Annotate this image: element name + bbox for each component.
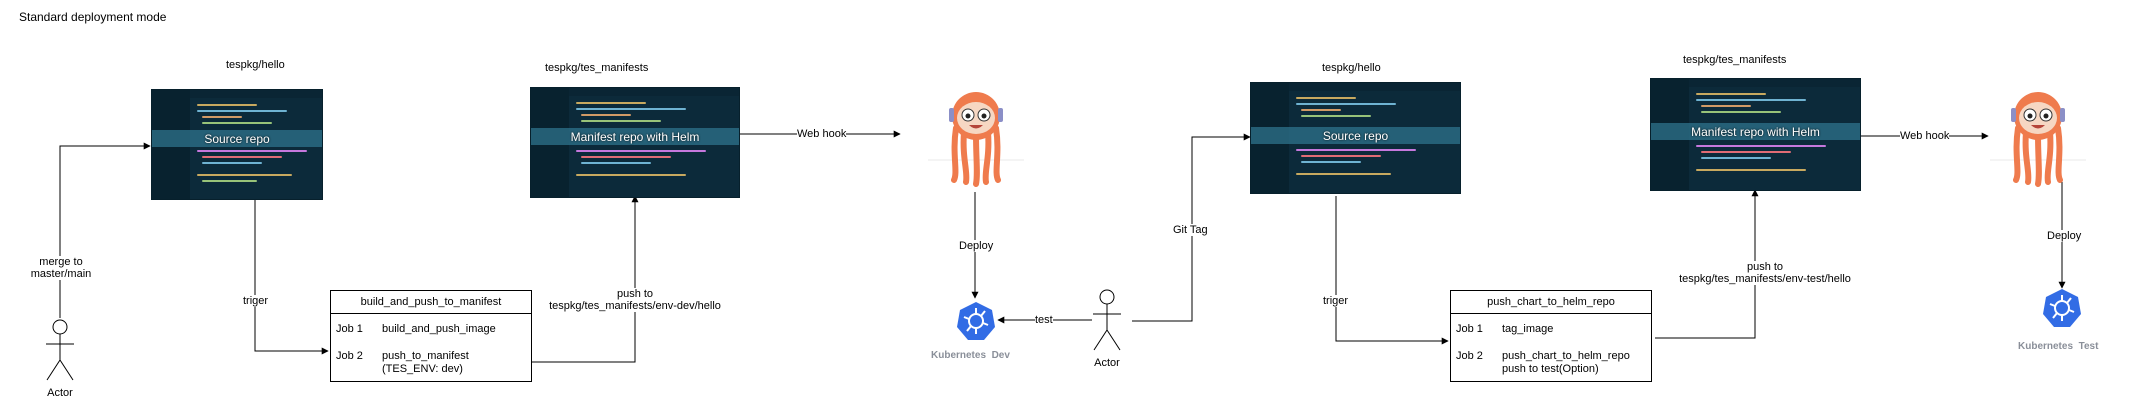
edge-triger-left-label: triger <box>243 295 269 307</box>
edge-push-right-label: push to tespkg/tes_manifests/env-test/he… <box>1665 261 1865 285</box>
actor-left-icon <box>46 319 74 381</box>
edge-merge-label: merge to master/main <box>28 256 94 280</box>
job-box-title-left: build_and_push_to_manifest <box>331 291 531 314</box>
source-repo-label-right: Source repo <box>1322 129 1389 143</box>
edge-push-left <box>530 195 639 363</box>
source-repo-name-right: tespkg/hello <box>1322 62 1381 74</box>
manifest-repo-label-left: Manifest repo with Helm <box>570 130 700 144</box>
job-id: Job 1 <box>336 323 363 335</box>
edge-gittag-label: Git Tag <box>1173 224 1208 236</box>
source-repo-right[interactable]: Source repo <box>1250 82 1461 194</box>
job-box-right[interactable]: push_chart_to_helm_repo Job 1 tag_image … <box>1450 290 1652 382</box>
manifest-repo-name-left: tespkg/tes_manifests <box>545 62 649 74</box>
argo-octopus-icon <box>928 92 1024 187</box>
source-repo-label-left: Source repo <box>204 132 270 146</box>
edge-triger-right-label: triger <box>1323 295 1349 307</box>
job-box-left[interactable]: build_and_push_to_manifest Job 1 build_a… <box>330 290 532 382</box>
actor-left-label: Actor <box>47 387 73 399</box>
k8s-label-right: Kubernetes Test <box>2018 341 2099 352</box>
job-text: push_chart_to_helm_repo <box>1502 350 1630 362</box>
job-id: Job 2 <box>336 350 363 362</box>
edge-test-label: test <box>1035 314 1053 326</box>
edge-triger-left <box>254 196 329 355</box>
job-id: Job 1 <box>1456 323 1483 335</box>
edge-merge <box>59 142 151 318</box>
edge-webhook-left-label: Web hook <box>797 128 847 140</box>
job-note: push to test(Option) <box>1502 363 1599 375</box>
job-text: build_and_push_image <box>382 323 496 335</box>
edge-push-right <box>1655 189 1759 339</box>
manifest-repo-name-right: tespkg/tes_manifests <box>1683 54 1787 66</box>
job-note: (TES_ENV: dev) <box>382 363 463 375</box>
manifest-repo-left[interactable]: Manifest repo with Helm <box>530 87 740 198</box>
diagram-title: Standard deployment mode <box>19 10 167 24</box>
source-repo-name-left: tespkg/hello <box>226 59 285 71</box>
source-repo-left[interactable]: Source repo <box>151 89 323 200</box>
edge-webhook-right-label: Web hook <box>1900 130 1950 142</box>
job-text: tag_image <box>1502 323 1554 335</box>
actor-right-label: Actor <box>1094 357 1120 369</box>
manifest-repo-right[interactable]: Manifest repo with Helm <box>1650 78 1861 191</box>
kubernetes-icon <box>957 302 995 340</box>
job-text: push_to_manifest <box>382 350 469 362</box>
edge-deploy-right-label: Deploy <box>2047 230 2082 242</box>
edge-triger-right <box>1335 196 1449 345</box>
k8s-label-left: Kubernetes Dev <box>931 350 1010 361</box>
actor-right-icon <box>1093 289 1121 351</box>
kubernetes-icon <box>2043 289 2081 327</box>
manifest-repo-label-right: Manifest repo with Helm <box>1691 125 1820 139</box>
job-box-title-right: push_chart_to_helm_repo <box>1451 291 1651 314</box>
argo-octopus-icon <box>1990 92 2086 187</box>
job-id: Job 2 <box>1456 350 1483 362</box>
edge-push-left-label: push to tespkg/tes_manifests/env-dev/hel… <box>535 288 735 312</box>
edge-deploy-left-label: Deploy <box>959 240 994 252</box>
